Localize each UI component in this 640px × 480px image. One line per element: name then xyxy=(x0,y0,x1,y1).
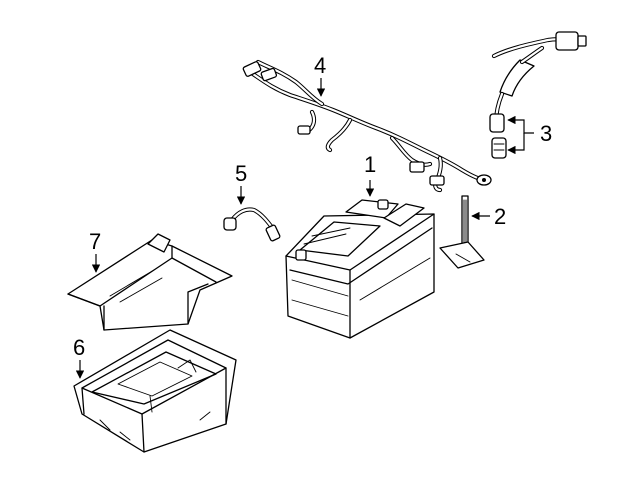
battery-tray-part xyxy=(73,329,237,453)
callout-7: 7 xyxy=(89,229,101,254)
callout-1: 1 xyxy=(364,152,376,177)
callout-2: 2 xyxy=(494,204,506,229)
connector-cable-part xyxy=(489,31,587,159)
battery-shield-part xyxy=(67,233,233,331)
callout-4: 4 xyxy=(314,53,326,78)
wiring-harness-part xyxy=(242,59,492,193)
ground-cable-part xyxy=(223,207,281,242)
callout-5: 5 xyxy=(235,161,247,186)
hold-down-bolt-part xyxy=(439,195,485,269)
callout-leaders xyxy=(75,78,534,379)
callout-6: 6 xyxy=(73,335,85,360)
callout-3: 3 xyxy=(540,121,552,146)
battery-part xyxy=(285,199,435,339)
